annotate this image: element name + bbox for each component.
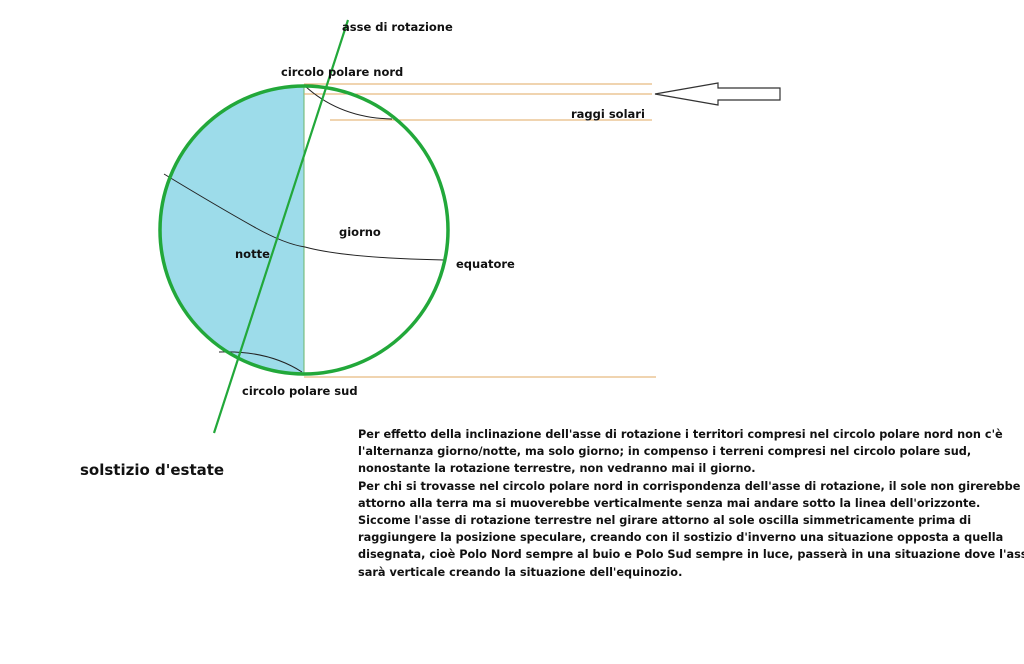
explanation-text: Per effetto della inclinazione dell'asse… xyxy=(358,426,1024,581)
day-label: giorno xyxy=(339,225,381,239)
rotation-axis-line xyxy=(212,19,350,434)
explanation-line: raggiungere la posizione speculare, crea… xyxy=(358,531,1004,545)
explanation-line: nonostante la rotazione terrestre, non v… xyxy=(358,462,756,476)
south-polar-circle-label: circolo polare sud xyxy=(242,384,358,398)
explanation-line: Per chi si trovasse nel circolo polare n… xyxy=(358,479,1021,493)
north-polar-circle-label: circolo polare nord xyxy=(281,65,403,79)
earth-circle xyxy=(158,84,450,376)
rotation-axis-label: asse di rotazione xyxy=(342,20,453,34)
diagram-title: solstizio d'estate xyxy=(80,461,225,479)
equator-label: equatore xyxy=(456,257,515,271)
night-label: notte xyxy=(235,247,270,261)
explanation-line: Per effetto della inclinazione dell'asse… xyxy=(358,428,1003,441)
sunlight-arrow xyxy=(654,82,781,106)
arctic-circle-curve xyxy=(304,85,393,120)
explanation-line: sarà verticale creando la situazione del… xyxy=(358,565,683,579)
explanation-line: attorno alla terra ma si muoverebbe vert… xyxy=(358,496,981,510)
explanation-line: l'alternanza giorno/notte, ma solo giorn… xyxy=(358,445,972,459)
solar-rays-label: raggi solari xyxy=(571,107,645,121)
explanation-line: Siccome l'asse di rotazione terrestre ne… xyxy=(358,514,972,528)
explanation-line: disegnata, cioè Polo Nord sempre al buio… xyxy=(358,548,1024,562)
latitude-curve xyxy=(163,173,446,261)
